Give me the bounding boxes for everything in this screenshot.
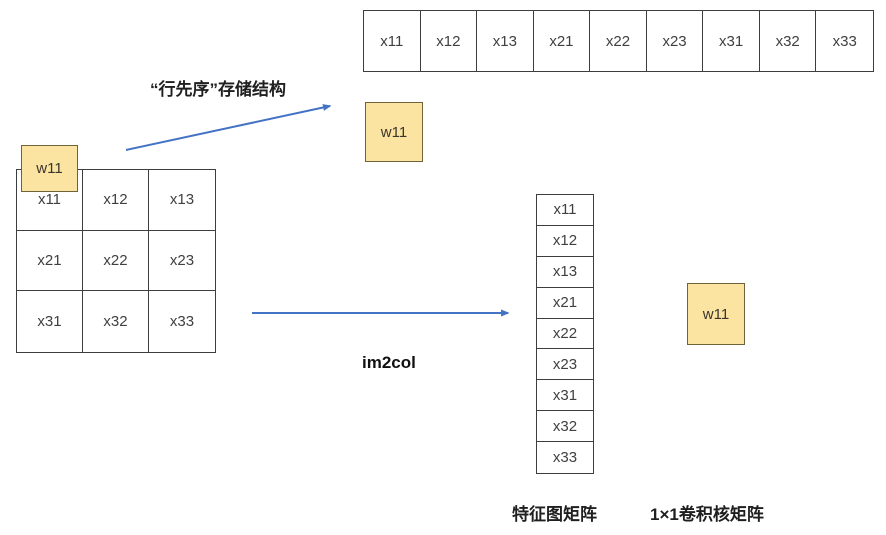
row-vector-cell: x12 (420, 11, 478, 71)
feature-matrix-cell: x12 (83, 170, 149, 231)
kernel-matrix-label: 1×1卷积核矩阵 (650, 505, 764, 524)
col-vector-cell: x33 (537, 442, 593, 473)
col-vector-cell: x11 (537, 195, 593, 226)
im2col-label: im2col (362, 353, 416, 372)
feature-matrix-cell: x23 (149, 230, 215, 292)
feature-matrix-cell: x33 (149, 291, 215, 352)
feature-matrix-cell: x22 (83, 230, 149, 292)
col-vector-cell: x31 (537, 380, 593, 412)
col-vector-cell: x22 (537, 318, 593, 350)
col-vector-cell: x21 (537, 287, 593, 319)
row-major-label: “行先序”存储结构 (150, 80, 286, 99)
feature-matrix-cell: x13 (149, 170, 215, 231)
kernel-box-col: w11 (687, 283, 745, 345)
row-vector: x11 x12 x13 x21 x22 x23 x31 x32 x33 (363, 10, 874, 72)
row-vector-cell: x32 (759, 11, 817, 71)
feature-matrix-cell: x32 (83, 291, 149, 352)
row-vector-cell: x23 (646, 11, 704, 71)
row-vector-cell: x13 (477, 11, 534, 71)
col-vector-cell: x32 (537, 411, 593, 443)
col-vector-cell: x23 (537, 349, 593, 381)
row-vector-cell: x21 (533, 11, 591, 71)
col-vector-cell: x13 (537, 256, 593, 288)
row-vector-cell: x22 (590, 11, 647, 71)
row-vector-cell: x11 (364, 11, 421, 71)
feature-matrix-cell: x31 (17, 291, 83, 352)
row-vector-cell: x33 (816, 11, 873, 71)
row-major-arrow (125, 104, 332, 151)
feature-map-label: 特征图矩阵 (512, 505, 597, 524)
col-vector-cell: x12 (537, 225, 593, 257)
kernel-box-row: w11 (365, 102, 423, 162)
kernel-box-overlay: w11 (21, 145, 78, 192)
feature-matrix: x11 x12 x13 x21 x22 x23 x31 x32 x33 (16, 169, 216, 353)
row-vector-cell: x31 (703, 11, 760, 71)
col-vector: x11 x12 x13 x21 x22 x23 x31 x32 x33 (536, 194, 594, 474)
feature-matrix-cell: x21 (17, 230, 83, 292)
